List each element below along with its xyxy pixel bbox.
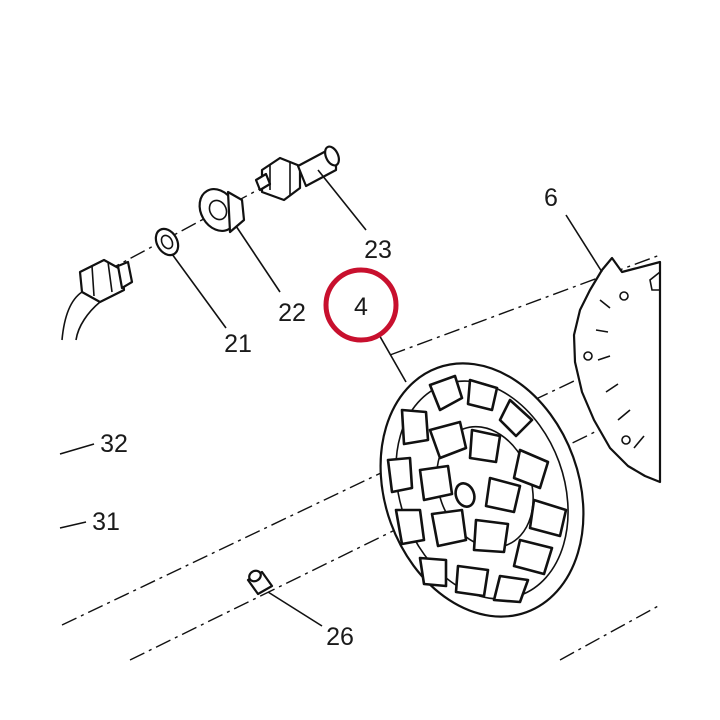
cable-connector — [61, 258, 134, 341]
part-22-washer — [198, 188, 246, 234]
callout-21: 21 — [224, 330, 252, 358]
leader-6 — [565, 214, 603, 273]
leader-21 — [171, 253, 227, 329]
part-23-sensor — [254, 145, 340, 202]
assembly-axes — [61, 177, 661, 661]
part-4-hub-disc — [379, 362, 585, 618]
part-26-pin — [246, 569, 274, 596]
callout-32: 32 — [100, 430, 128, 458]
leader-32 — [59, 443, 95, 455]
callout-22: 22 — [278, 299, 306, 327]
leader-22 — [235, 225, 281, 293]
leader-26 — [267, 591, 323, 627]
callout-31: 31 — [92, 508, 120, 536]
callout-4: 4 — [354, 293, 368, 321]
callout-6: 6 — [544, 184, 558, 212]
leader-4 — [377, 332, 407, 383]
leader-23 — [317, 169, 367, 231]
highlight-circle — [323, 267, 399, 343]
callout-23: 23 — [364, 236, 392, 264]
leader-31 — [59, 521, 87, 529]
part-6-plate — [572, 256, 662, 484]
callout-26: 26 — [326, 623, 354, 651]
part-21-seal — [154, 227, 180, 257]
